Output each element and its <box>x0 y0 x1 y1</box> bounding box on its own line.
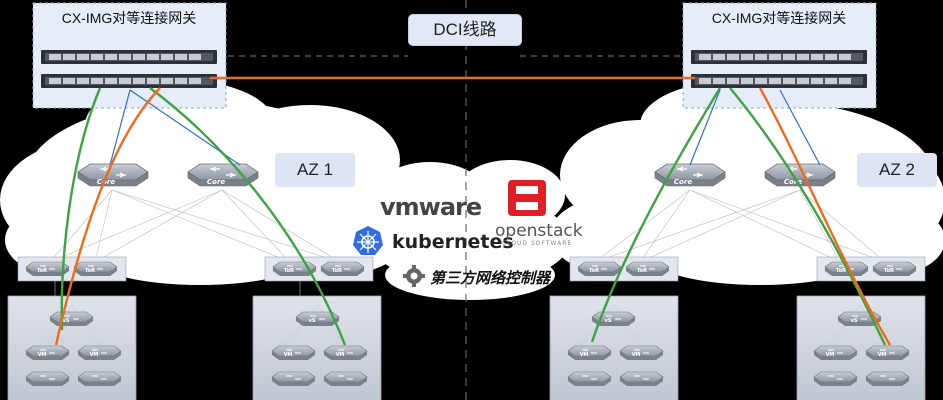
az2-fabric-links <box>594 189 886 263</box>
tor-label: ToR <box>85 268 95 274</box>
vm-node <box>25 345 70 361</box>
az2-label: AZ 2 <box>857 153 937 187</box>
vm-node <box>271 345 316 361</box>
vm-node <box>567 345 612 361</box>
vm-node <box>813 371 858 387</box>
tor-label: ToR <box>589 268 599 274</box>
az2-tor-switch-4 <box>872 261 917 277</box>
green-paths <box>60 87 887 346</box>
left-gateway-device-2 <box>41 74 217 88</box>
core-label: Core <box>784 178 802 186</box>
vs-label: vS <box>605 318 612 324</box>
left-gateway-title: CX-IMG对等连接网关 <box>61 10 197 26</box>
vs-label: vS <box>63 318 70 324</box>
right-gateway-title: CX-IMG对等连接网关 <box>711 10 847 26</box>
vm-node <box>323 345 368 361</box>
az2-server-rack-2 <box>796 295 926 400</box>
vm-node <box>77 345 122 361</box>
vm-node <box>567 371 612 387</box>
vm-node <box>271 371 316 387</box>
vm-node <box>813 345 858 361</box>
az2-tor-switch-1 <box>577 261 622 277</box>
tor-label: ToR <box>884 268 894 274</box>
orange-paths <box>54 76 892 346</box>
vm-label: VM <box>826 352 835 358</box>
tor-label: ToR <box>637 268 647 274</box>
openstack-wordmark: openstack <box>495 221 583 241</box>
vm-label: VM <box>878 352 887 358</box>
vm-node <box>323 371 368 387</box>
vm-label: VM <box>284 352 293 358</box>
tor-label: ToR <box>836 268 846 274</box>
az1-tor-switch-2 <box>73 261 118 277</box>
controller-cloud <box>370 160 570 300</box>
vm-node <box>619 371 664 387</box>
core-label: Core <box>207 178 225 186</box>
openstack-subtitle: CLOUD SOFTWARE <box>502 240 573 247</box>
az2-tor-switch-2 <box>625 261 670 277</box>
third-party-controller-label: 第三方网络控制器 <box>430 269 551 287</box>
vm-label: VM <box>580 352 589 358</box>
vm-node <box>865 371 910 387</box>
vm-node <box>619 345 664 361</box>
kubernetes-wordmark: kubernetes <box>392 231 514 253</box>
vs-label: vS <box>309 318 316 324</box>
core-label: Core <box>97 178 115 186</box>
vm-node <box>865 345 910 361</box>
vm-label: VM <box>90 352 99 358</box>
left-gateway-device-1 <box>41 50 217 64</box>
gear-icon <box>403 265 425 287</box>
vmware-logo: vmware <box>380 193 482 221</box>
tor-label: ToR <box>37 268 47 274</box>
vm-label: VM <box>336 352 345 358</box>
tor-label: ToR <box>332 268 342 274</box>
vm-label: VM <box>632 352 641 358</box>
az1-tor-switch-4 <box>320 261 365 277</box>
vs-label: vS <box>851 318 858 324</box>
right-gateway-device-1 <box>691 50 867 64</box>
core-label: Core <box>674 178 692 186</box>
vm-label: VM <box>38 352 47 358</box>
kubernetes-logo-icon <box>353 226 383 255</box>
az1-vswitch-1 <box>49 311 94 327</box>
vm-node <box>77 371 122 387</box>
dci-line-label: DCI线路 <box>408 14 522 46</box>
az1-label: AZ 1 <box>275 153 355 187</box>
tor-label: ToR <box>284 268 294 274</box>
vm-node <box>25 371 70 387</box>
right-gateway-device-2 <box>691 74 867 88</box>
openstack-logo-icon <box>508 180 546 216</box>
